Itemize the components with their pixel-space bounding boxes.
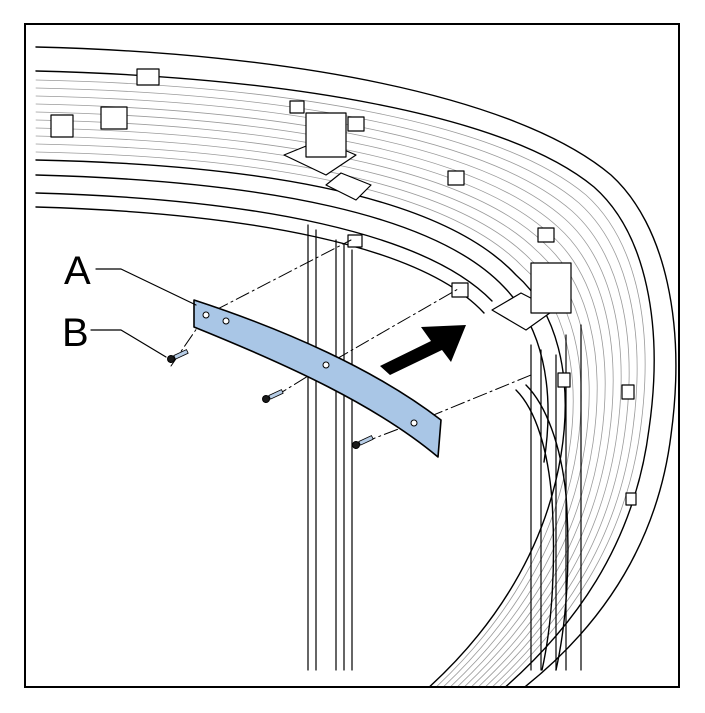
callout-label-b: B: [62, 311, 89, 355]
callout-leaders: [90, 268, 197, 358]
illustration-frame: A B: [24, 23, 680, 688]
screw-icon: [262, 389, 284, 403]
callout-label-a: A: [64, 249, 91, 293]
screw-icon: [352, 435, 374, 449]
assembly-guide-lines: [170, 239, 532, 444]
cover-strip: [193, 299, 442, 458]
assembly-direction-arrow-icon: [380, 325, 466, 375]
screw-icon: [167, 349, 189, 363]
assembly-illustration: [35, 46, 677, 686]
frame-posts: [307, 224, 582, 671]
cover-strip-holes: [202, 311, 418, 427]
ring-brackets: [50, 68, 637, 506]
